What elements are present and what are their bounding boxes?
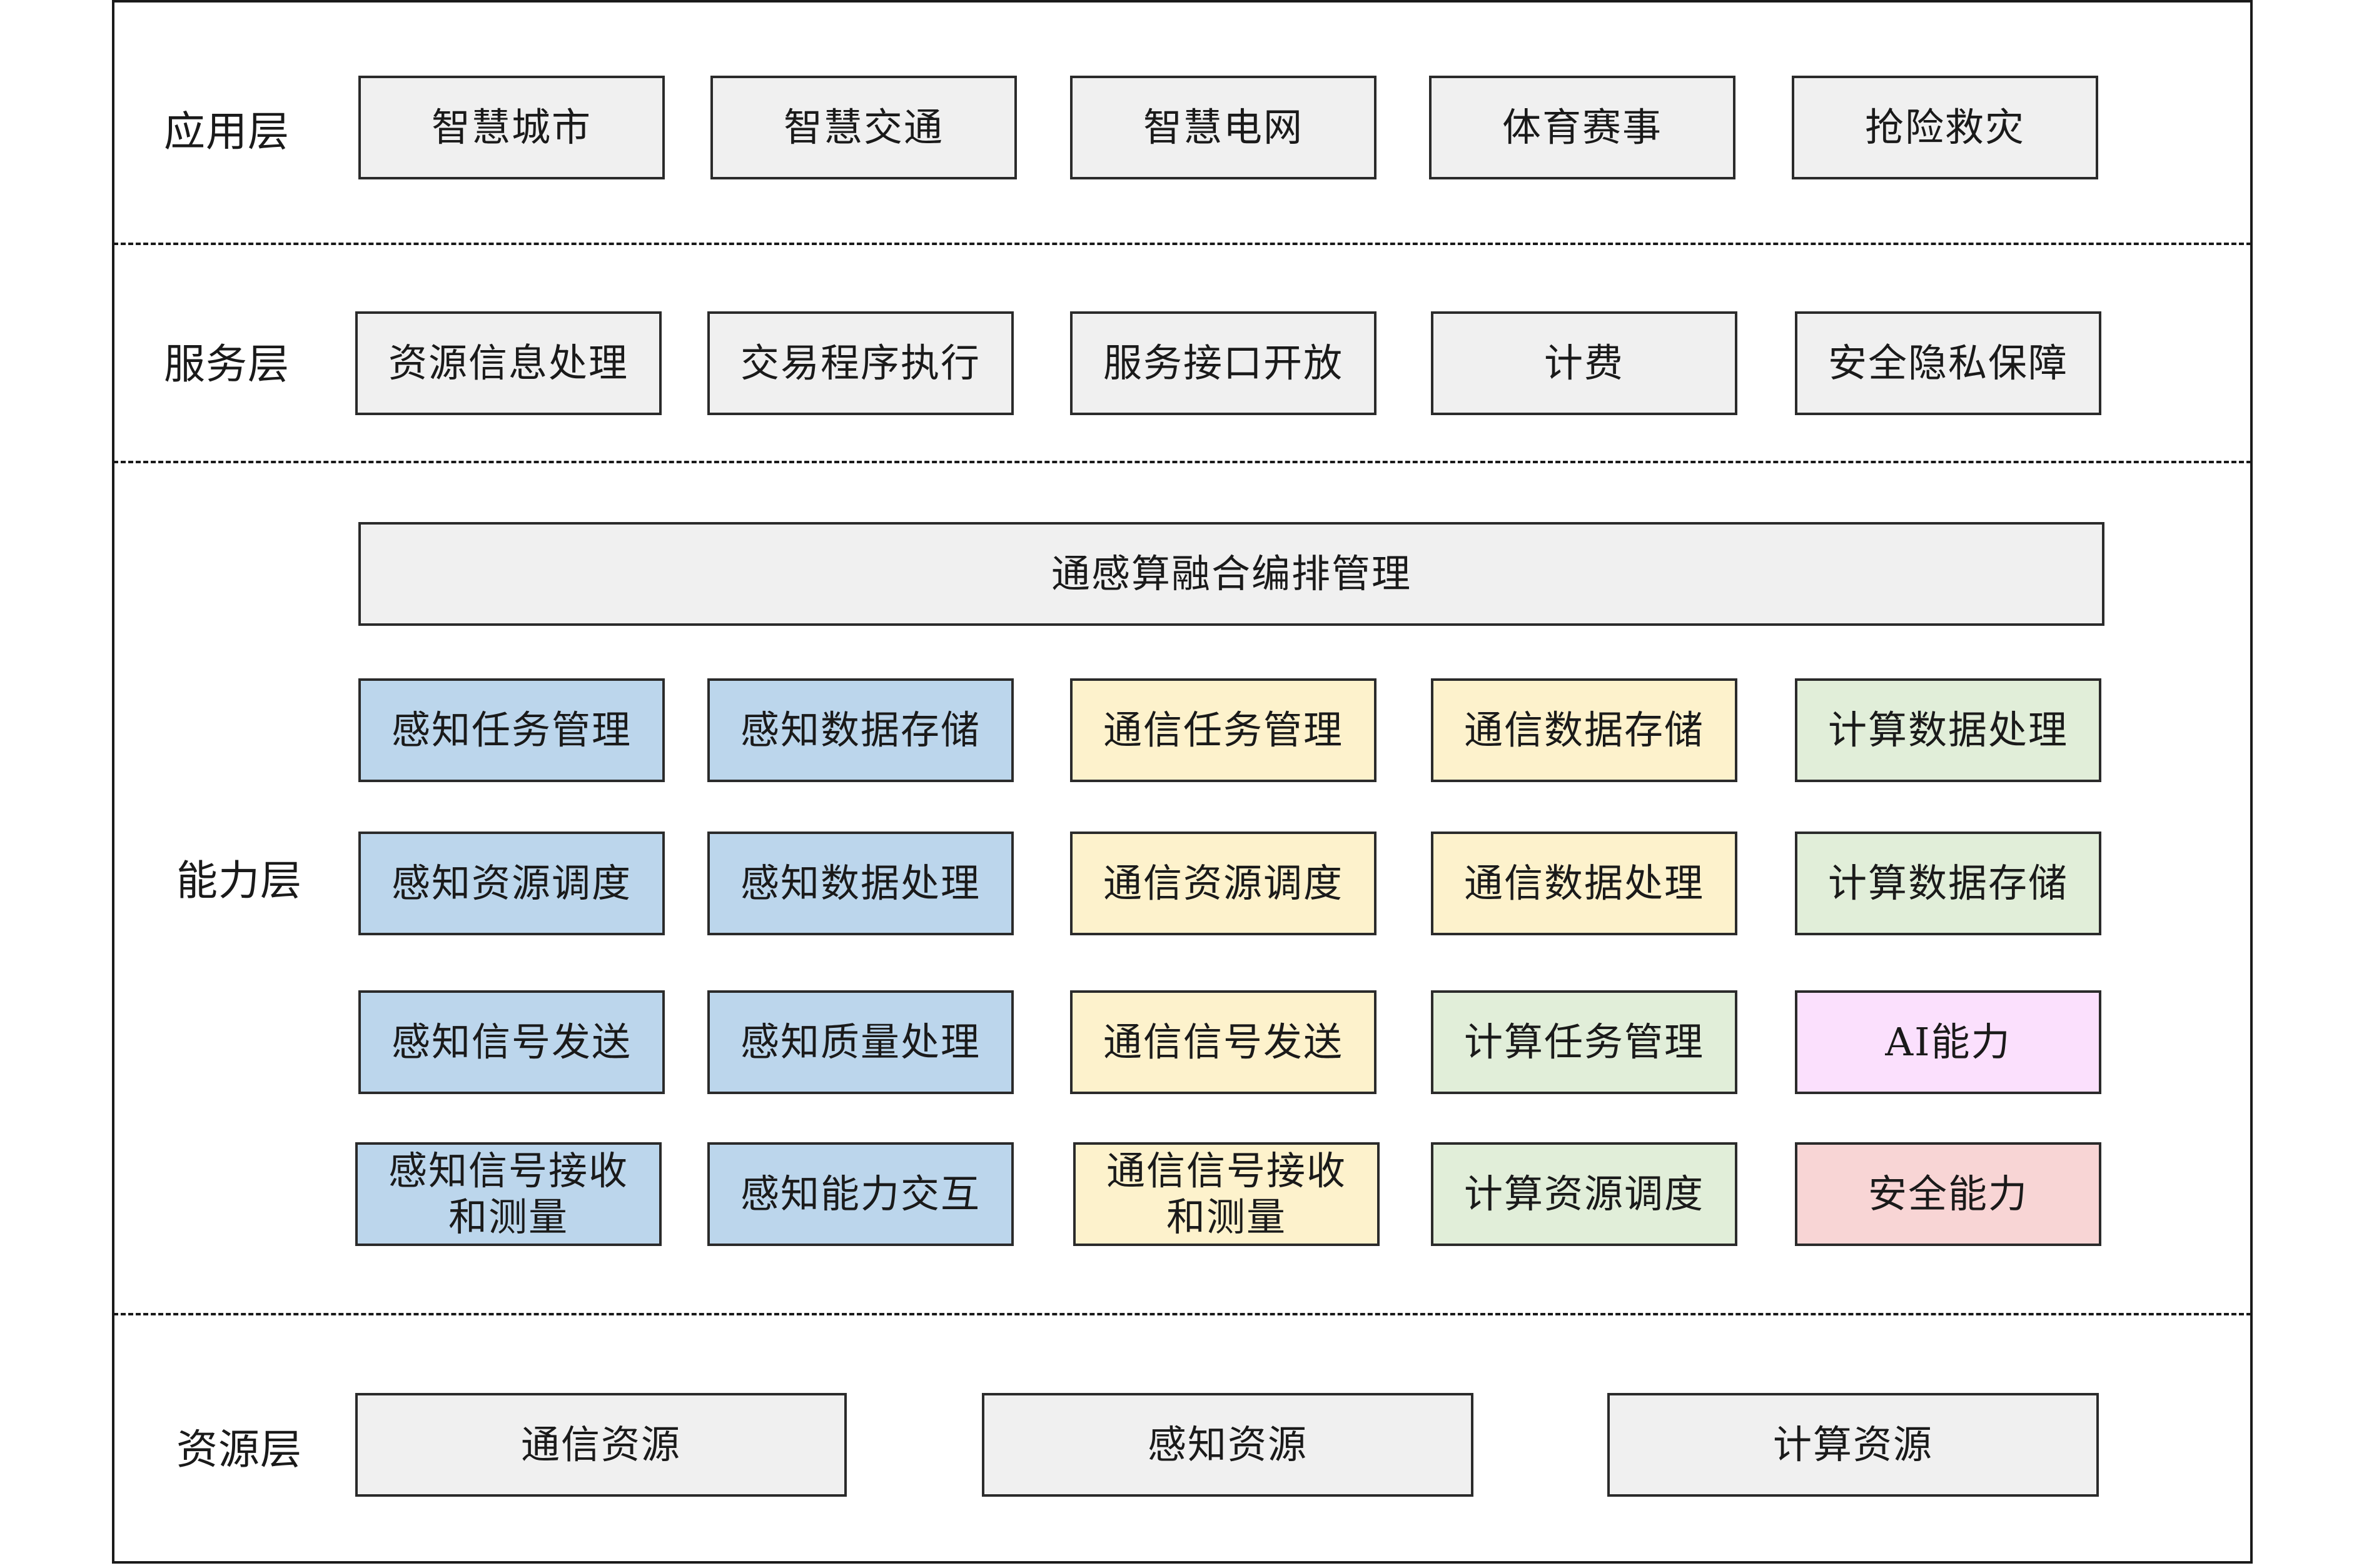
app-box-sports-events: 体育赛事 bbox=[1429, 76, 1735, 179]
app-box-smart-traffic: 智慧交通 bbox=[710, 76, 1017, 179]
cap-box-label: 感知质量处理 bbox=[740, 1019, 981, 1065]
cap-box-comm-data-processing: 通信数据处理 bbox=[1431, 832, 1737, 935]
service-box-resource-info: 资源信息处理 bbox=[355, 311, 662, 415]
cap-box-label: 计算资源调度 bbox=[1463, 1171, 1704, 1217]
service-box-security-privacy: 安全隐私保障 bbox=[1795, 311, 2101, 415]
diagram-frame bbox=[112, 0, 2253, 1564]
app-box-smart-grid: 智慧电网 bbox=[1070, 76, 1376, 179]
app-box-smart-city: 智慧城市 bbox=[358, 76, 665, 179]
cap-box-comm-signal-send: 通信信号发送 bbox=[1070, 990, 1376, 1094]
cap-box-sensing-interaction: 感知能力交互 bbox=[707, 1142, 1014, 1246]
cap-box-label: 感知数据存储 bbox=[740, 707, 981, 753]
cap-box-sensing-data-processing: 感知数据处理 bbox=[707, 832, 1014, 935]
cap-box-sensing-signal-send: 感知信号发送 bbox=[358, 990, 665, 1094]
service-box-interface: 服务接口开放 bbox=[1070, 311, 1376, 415]
cap-box-label: 计算数据处理 bbox=[1827, 707, 2068, 753]
cap-box-label: 感知信号发送 bbox=[391, 1019, 632, 1065]
orchestration-label: 通感算融合编排管理 bbox=[1051, 551, 1412, 596]
layer-label-resource: 资源层 bbox=[176, 1425, 302, 1474]
cap-box-label: 感知任务管理 bbox=[391, 707, 632, 753]
cap-box-comm-resource-sched: 通信资源调度 bbox=[1070, 832, 1376, 935]
service-box-label: 交易程序执行 bbox=[740, 340, 981, 386]
service-box-label: 安全隐私保障 bbox=[1827, 340, 2068, 386]
resource-box-computing: 计算资源 bbox=[1607, 1393, 2099, 1497]
service-box-billing: 计费 bbox=[1431, 311, 1737, 415]
cap-box-label: 感知资源调度 bbox=[391, 860, 632, 906]
layer-label-capability: 能力层 bbox=[176, 857, 302, 905]
cap-box-label: 通信数据处理 bbox=[1463, 860, 1704, 906]
resource-box-communication: 通信资源 bbox=[355, 1393, 847, 1497]
divider-service-capability bbox=[113, 461, 2251, 463]
cap-box-label: 通信数据存储 bbox=[1463, 707, 1704, 753]
cap-box-sensing-resource-sched: 感知资源调度 bbox=[358, 832, 665, 935]
cap-box-sensing-signal-receive: 感知信号接收和测量 bbox=[355, 1142, 662, 1246]
divider-application-service bbox=[113, 243, 2251, 245]
resource-box-label: 通信资源 bbox=[520, 1422, 681, 1467]
app-box-label: 抢险救灾 bbox=[1864, 104, 2025, 150]
layer-label-service: 服务层 bbox=[164, 340, 290, 388]
resource-box-sensing: 感知资源 bbox=[982, 1393, 1473, 1497]
cap-box-compute-data-processing: 计算数据处理 bbox=[1795, 678, 2101, 782]
app-box-label: 智慧电网 bbox=[1143, 104, 1303, 150]
cap-box-sensing-data-storage: 感知数据存储 bbox=[707, 678, 1014, 782]
service-box-label: 服务接口开放 bbox=[1103, 340, 1343, 386]
cap-box-label: AI能力 bbox=[1885, 1019, 2011, 1065]
resource-box-label: 计算资源 bbox=[1772, 1422, 1933, 1467]
cap-box-sensing-quality: 感知质量处理 bbox=[707, 990, 1014, 1094]
cap-box-label: 感知信号接收和测量 bbox=[388, 1148, 629, 1240]
cap-box-label: 感知能力交互 bbox=[740, 1171, 981, 1217]
cap-box-sensing-task-mgmt: 感知任务管理 bbox=[358, 678, 665, 782]
cap-box-label: 计算任务管理 bbox=[1463, 1019, 1704, 1065]
cap-box-compute-resource-sched: 计算资源调度 bbox=[1431, 1142, 1737, 1246]
service-box-label: 资源信息处理 bbox=[388, 340, 629, 386]
cap-box-label: 计算数据存储 bbox=[1827, 860, 2068, 906]
cap-box-comm-signal-receive: 通信信号接收和测量 bbox=[1073, 1142, 1380, 1246]
orchestration-bar: 通感算融合编排管理 bbox=[358, 522, 2104, 626]
layer-label-application: 应用层 bbox=[164, 108, 290, 156]
cap-box-comm-task-mgmt: 通信任务管理 bbox=[1070, 678, 1376, 782]
cap-box-label: 感知数据处理 bbox=[740, 860, 981, 906]
service-box-transaction: 交易程序执行 bbox=[707, 311, 1014, 415]
app-box-label: 智慧城市 bbox=[431, 104, 592, 150]
cap-box-label: 通信信号发送 bbox=[1103, 1019, 1343, 1065]
cap-box-label: 安全能力 bbox=[1867, 1171, 2028, 1217]
cap-box-compute-data-storage: 计算数据存储 bbox=[1795, 832, 2101, 935]
cap-box-label: 通信任务管理 bbox=[1103, 707, 1343, 753]
cap-box-ai: AI能力 bbox=[1795, 990, 2101, 1094]
cap-box-label: 通信信号接收和测量 bbox=[1106, 1148, 1346, 1240]
app-box-label: 体育赛事 bbox=[1502, 104, 1662, 150]
cap-box-security: 安全能力 bbox=[1795, 1142, 2101, 1246]
service-box-label: 计费 bbox=[1543, 340, 1624, 386]
resource-box-label: 感知资源 bbox=[1147, 1422, 1308, 1467]
app-box-emergency-rescue: 抢险救灾 bbox=[1792, 76, 2098, 179]
cap-box-comm-data-storage: 通信数据存储 bbox=[1431, 678, 1737, 782]
cap-box-compute-task-mgmt: 计算任务管理 bbox=[1431, 990, 1737, 1094]
cap-box-label: 通信资源调度 bbox=[1103, 860, 1343, 906]
divider-capability-resource bbox=[113, 1313, 2251, 1315]
app-box-label: 智慧交通 bbox=[783, 104, 944, 150]
